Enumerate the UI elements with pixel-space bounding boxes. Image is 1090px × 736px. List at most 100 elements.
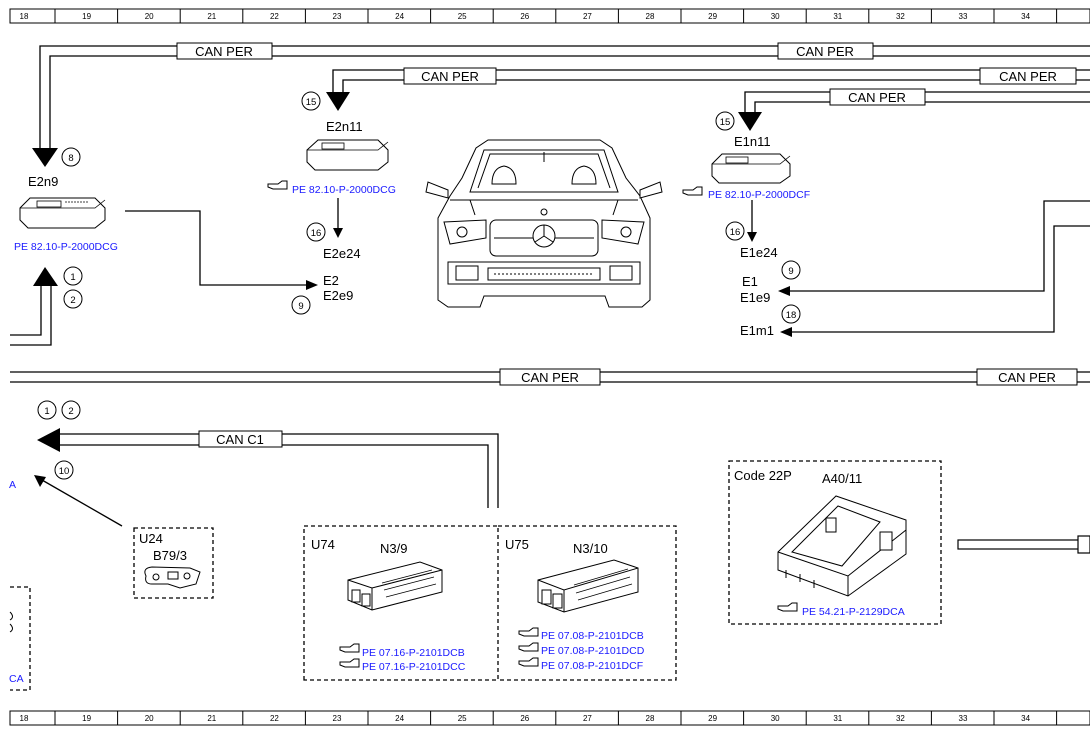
display-unit-icon: [777, 495, 907, 597]
svg-text:16: 16: [311, 228, 322, 239]
ruler-column-label: 24: [395, 12, 404, 21]
bus-label-can-per: CAN PER: [999, 69, 1057, 84]
left-cut-reference[interactable]: CA: [9, 673, 24, 685]
e1e9-label: E1e9: [740, 290, 770, 305]
code-22p-label: Code 22P: [734, 468, 792, 483]
left-cut-reference[interactable]: A: [9, 479, 16, 491]
ruler-column-label: 19: [82, 714, 91, 723]
n3-9-label: N3/9: [380, 541, 407, 556]
ruler-column-label: 32: [896, 714, 905, 723]
bus-label-can-per: CAN PER: [848, 90, 906, 105]
ruler-column-label: 18: [20, 12, 29, 21]
n3-10-reference-link[interactable]: PE 07.08-P-2101DCD: [541, 645, 645, 657]
can-per-bus-3: CAN PER: [738, 88, 1090, 131]
e1n11-module-icon: [711, 153, 791, 184]
n3-9-reference-link[interactable]: PE 07.16-P-2101DCC: [362, 661, 466, 673]
circle-marker: 16: [725, 221, 745, 241]
a40-11-reference-link[interactable]: PE 54.21-P-2129DCA: [802, 606, 905, 618]
ruler-column-label: 23: [333, 12, 342, 21]
circle-marker: 2: [61, 400, 81, 420]
u75-group: U75 N3/10 PE 07.08-P-2101DCB PE 07.08-P-…: [505, 537, 645, 672]
ruler-column-label: 33: [959, 12, 968, 21]
n3-10-reference-link[interactable]: PE 07.08-P-2101DCB: [541, 630, 644, 642]
ruler-column-label: 28: [646, 12, 655, 21]
svg-text:9: 9: [298, 301, 303, 312]
circle-marker: 2: [63, 289, 83, 309]
bus-label-can-per: CAN PER: [195, 44, 253, 59]
ruler-column-label: 29: [708, 12, 717, 21]
svg-text:15: 15: [306, 97, 317, 108]
e2e9-label: E2e9: [323, 288, 353, 303]
bus-label-can-per: CAN PER: [421, 69, 479, 84]
ruler-column-label: 20: [145, 12, 154, 21]
circle-marker: 1: [37, 400, 57, 420]
b79-3-label: B79/3: [153, 548, 187, 563]
circle-marker: 16: [306, 222, 326, 242]
manual-hand-icon: [518, 627, 539, 667]
can-c1-bus: CAN C1: [37, 428, 499, 508]
e1n11-label: E1n11: [734, 134, 771, 149]
circle-marker: 15: [301, 91, 321, 111]
a40-right-bus: [957, 535, 1090, 554]
ruler-column-label: 20: [145, 714, 154, 723]
n3-10-reference-link[interactable]: PE 07.08-P-2101DCF: [541, 660, 643, 672]
ruler-column-label: 34: [1021, 714, 1030, 723]
ruler-column-label: 33: [959, 714, 968, 723]
ruler-column-label: 21: [207, 714, 216, 723]
ruler-column-label: 29: [708, 714, 717, 723]
svg-text:1: 1: [70, 272, 75, 283]
e1m1-label: E1m1: [740, 323, 774, 338]
n3-9-reference-link[interactable]: PE 07.16-P-2101DCB: [362, 647, 465, 659]
sensor-icon: [144, 566, 201, 589]
ruler-column-label: 26: [520, 714, 529, 723]
svg-text:2: 2: [70, 295, 75, 306]
circle-marker: 8: [61, 147, 81, 167]
e2n11-reference-link[interactable]: PE 82.10-P-2000DCG: [292, 184, 396, 196]
ruler-column-label: 22: [270, 714, 279, 723]
svg-text:10: 10: [59, 466, 70, 477]
bus-label-can-per: CAN PER: [998, 370, 1056, 385]
circle-marker: 18: [781, 304, 801, 324]
u75-label: U75: [505, 537, 529, 552]
e1n11-reference-link[interactable]: PE 82.10-P-2000DCF: [708, 189, 810, 201]
a40-11-group: Code 22P A40/11 PE 54.21-P-2129DCA: [728, 460, 942, 625]
ruler-column-label: 27: [583, 12, 592, 21]
e2n11-label: E2n11: [326, 119, 363, 134]
ruler-column-label: 27: [583, 714, 592, 723]
ruler-column-label: 22: [270, 12, 279, 21]
can-per-bus-middle: CAN PER CAN PER: [10, 368, 1090, 386]
svg-text:16: 16: [730, 227, 741, 238]
e2n9-module-icon: [19, 197, 106, 229]
ruler-column-label: 19: [82, 12, 91, 21]
manual-hand-icon: [267, 180, 288, 190]
ruler-column-label: 34: [1021, 12, 1030, 21]
ruler-column-label: 31: [833, 12, 842, 21]
can-per-bus-2: CAN PER CAN PER: [326, 67, 1090, 111]
ruler-column-label: 32: [896, 12, 905, 21]
ruler-column-label: 26: [520, 12, 529, 21]
e2n9-reference-link[interactable]: PE 82.10-P-2000DCG: [14, 241, 118, 253]
ruler-column-label: 24: [395, 714, 404, 723]
svg-text:15: 15: [720, 117, 731, 128]
circle-marker: 9: [291, 295, 311, 315]
e1e24-label: E1e24: [740, 245, 778, 260]
u24-group: U24 B79/3: [34, 475, 214, 599]
e2n9-group: E2n9 PE 82.10-P-2000DCG: [14, 174, 318, 290]
manual-hand-icon: [777, 602, 798, 612]
bus-label-can-c1: CAN C1: [216, 432, 264, 447]
a40-11-label: A40/11: [822, 471, 862, 486]
svg-text:2: 2: [68, 406, 73, 417]
u74-label: U74: [311, 537, 335, 552]
svg-text:8: 8: [68, 153, 73, 164]
left-cutoff: A CA: [9, 479, 31, 691]
left-up-bus: [10, 267, 58, 346]
vehicle-front-illustration: [425, 139, 663, 308]
e2-label: E2: [323, 273, 339, 288]
e2n9-label: E2n9: [28, 174, 58, 189]
can-per-bus-1: CAN PER CAN PER: [32, 42, 1090, 167]
circle-marker: 9: [781, 260, 801, 280]
bus-label-can-per: CAN PER: [796, 44, 854, 59]
bus-label-can-per: CAN PER: [521, 370, 579, 385]
